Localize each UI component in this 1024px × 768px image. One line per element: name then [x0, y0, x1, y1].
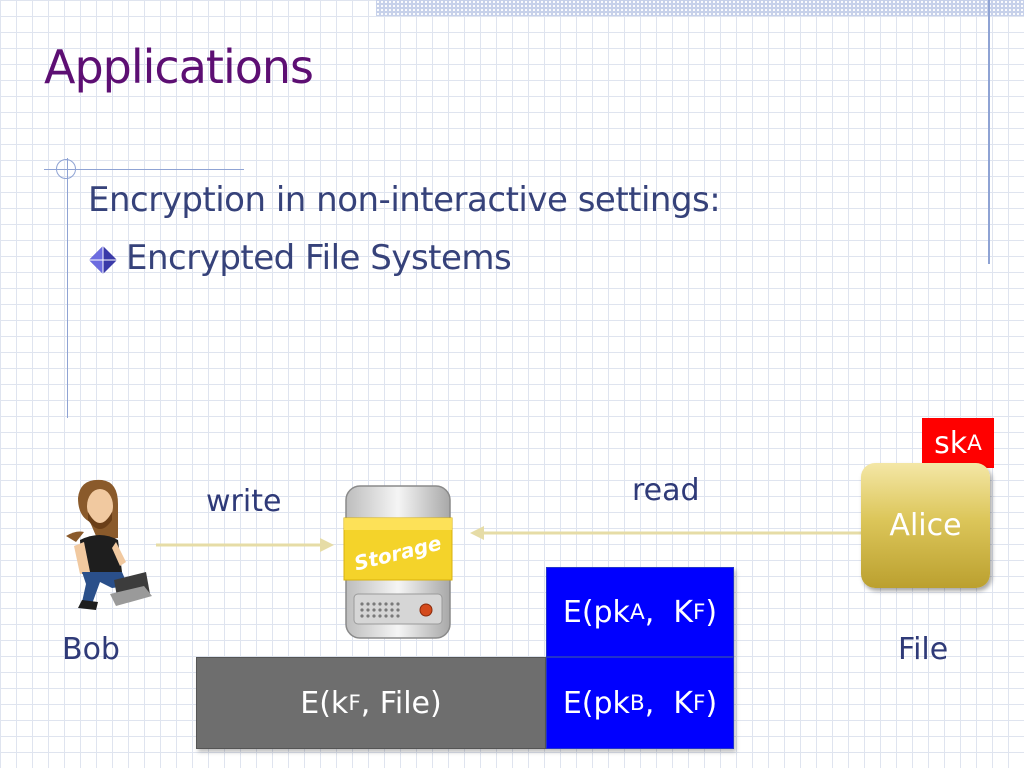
key-b-suffix: ) — [705, 685, 718, 721]
key-a-sub2: F — [693, 599, 706, 625]
key-b-mid: , K — [644, 685, 694, 721]
file-label: File — [898, 632, 949, 667]
diamond-bullet-icon — [88, 245, 118, 275]
key-b-sub2: F — [693, 690, 706, 716]
key-b-sub: B — [629, 690, 645, 716]
slide-title: Applications — [44, 40, 314, 94]
bob-label: Bob — [62, 632, 120, 667]
file-cipher-prefix: E(k — [300, 685, 349, 721]
key-b-prefix: E(pk — [562, 685, 630, 721]
key-a-mid: , K — [644, 594, 693, 630]
horizontal-rule — [44, 169, 244, 170]
write-label: write — [206, 484, 282, 519]
bullet-level2: Encrypted File Systems — [126, 238, 512, 278]
bullet-level1: Encryption in non-interactive settings: — [88, 180, 721, 220]
right-rule-line — [988, 0, 990, 264]
read-label: read — [632, 473, 700, 508]
alice-label: Alice — [889, 508, 962, 543]
write-arrow — [156, 538, 334, 552]
key-a-suffix: ) — [705, 594, 718, 630]
key-a-sub: A — [629, 599, 645, 625]
bob-person-icon — [66, 479, 152, 610]
key-a-prefix: E(pk — [562, 594, 630, 630]
crosshair-icon — [56, 159, 76, 179]
secret-key-base: sk — [934, 425, 968, 461]
secret-key-sub: A — [967, 430, 982, 456]
storage-icon: Storage — [343, 485, 453, 639]
file-cipher-suffix: , File) — [360, 685, 442, 721]
alice-box: Alice — [861, 463, 990, 588]
header-pattern-bar — [376, 0, 1024, 16]
vertical-rule — [67, 158, 68, 418]
file-cipher-sub: F — [348, 690, 361, 716]
read-arrow — [470, 526, 864, 540]
